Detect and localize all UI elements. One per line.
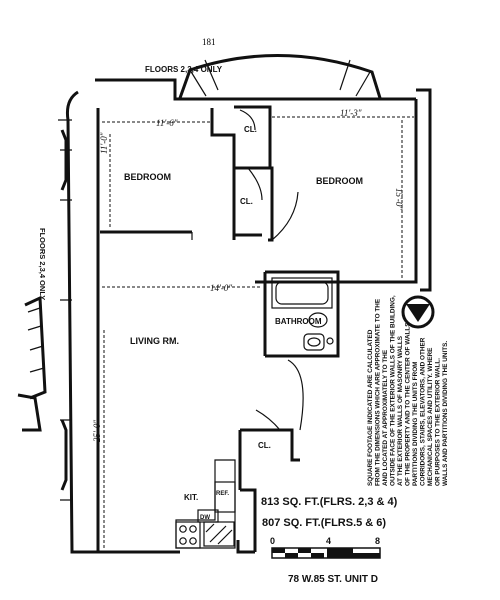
- disclaimer-line: FROM THE DIMENSIONS WHICH ARE APPROXIMAT…: [375, 298, 382, 486]
- scale-label: 8: [375, 536, 380, 546]
- disclaimer-line: PARTITIONS DIVIDING THE UNITS FROM: [412, 362, 419, 487]
- bedroom-right-width: 11'-3": [340, 108, 362, 118]
- sink: [303, 333, 325, 351]
- page-number: 181: [202, 37, 216, 47]
- header-note: FLOORS 2,3,4 ONLY: [145, 65, 223, 74]
- refrigerator-label: REF.: [216, 491, 229, 497]
- bedroom-left-depth: 11'-0": [99, 132, 109, 154]
- room-label-bathroom: BATHROOM: [275, 317, 322, 326]
- room-label-bedroom-right: BEDROOM: [316, 176, 363, 186]
- doors: [191, 109, 304, 431]
- area-floors-5-6: 807 SQ. FT.(FLRS.5 & 6): [262, 517, 386, 529]
- north-arrow-icon: [401, 295, 435, 329]
- bathroom-fixtures: [271, 277, 334, 351]
- unit-name: 78 W.85 ST. UNIT D: [288, 574, 378, 585]
- bathtub: [271, 277, 333, 309]
- dimension-lines: [102, 116, 414, 548]
- dishwasher-label: DW: [200, 515, 210, 521]
- area-floors-2-3-4: 813 SQ. FT.(FLRS. 2,3 & 4): [261, 496, 398, 508]
- kitchen-sink: [203, 521, 235, 547]
- left-bay-window: [17, 295, 47, 432]
- stove: [175, 521, 201, 549]
- closet-label-mid: CL.: [240, 197, 253, 206]
- side-note: FLOORS 2,3,4 ONLY: [38, 228, 47, 300]
- disclaimer-line: OUTSIDE FACE OF THE EXTERIOR WALLS OF TH…: [390, 295, 397, 486]
- room-label-living: LIVING RM.: [130, 336, 179, 346]
- kitchen-fixtures: REF. DW: [175, 459, 236, 549]
- disclaimer-line: WALLS AND PARTITIONS DIVIDING THE UNITS.: [442, 341, 449, 486]
- disclaimer-line: SQUARE FOOTAGE INDICATED ARE CALCULATED: [367, 329, 374, 486]
- disclaimer-line: CORRIDORS, STAIRS, ELEVATORS, AND OTHER: [420, 337, 427, 486]
- closet-label-bottom: CL.: [258, 441, 271, 450]
- scale-bar: 0 4 8: [270, 536, 381, 559]
- disclaimer-line: MECHANICAL SPACES AND UTILITY. WHERE: [427, 347, 434, 486]
- closet-label-top: CL.: [244, 125, 257, 134]
- bedroom-left-width: 11'-6": [156, 118, 178, 128]
- scale-label: 0: [270, 536, 275, 546]
- refrigerator: [214, 481, 236, 513]
- living-depth: 25'-0": [92, 420, 102, 442]
- disclaimer-line: OR PURPOSES TO THE EXTERIOR WALL.: [435, 358, 442, 486]
- disclaimer-block: SQUARE FOOTAGE INDICATED ARE CALCULATED …: [367, 295, 449, 486]
- top-bay-window: [178, 54, 382, 99]
- disclaimer-line: AT THE EXTERIOR WALLS OF MASONRY WALLS: [397, 335, 404, 486]
- bedroom-right-depth: 15'-0": [394, 188, 404, 210]
- interior-walls: [100, 105, 340, 554]
- disclaimer-line: OF THE PROPERTY AND TO THE CENTER OF WAL…: [405, 322, 412, 486]
- disclaimer-line: AND LOCATED AT APPROXIMATELY TO THE: [382, 349, 389, 486]
- living-width: 14'-0": [210, 283, 232, 293]
- toilet: [308, 312, 328, 328]
- scale-label: 4: [326, 536, 331, 546]
- room-label-kitchen: KIT.: [184, 493, 198, 502]
- room-label-bedroom-left: BEDROOM: [124, 172, 171, 182]
